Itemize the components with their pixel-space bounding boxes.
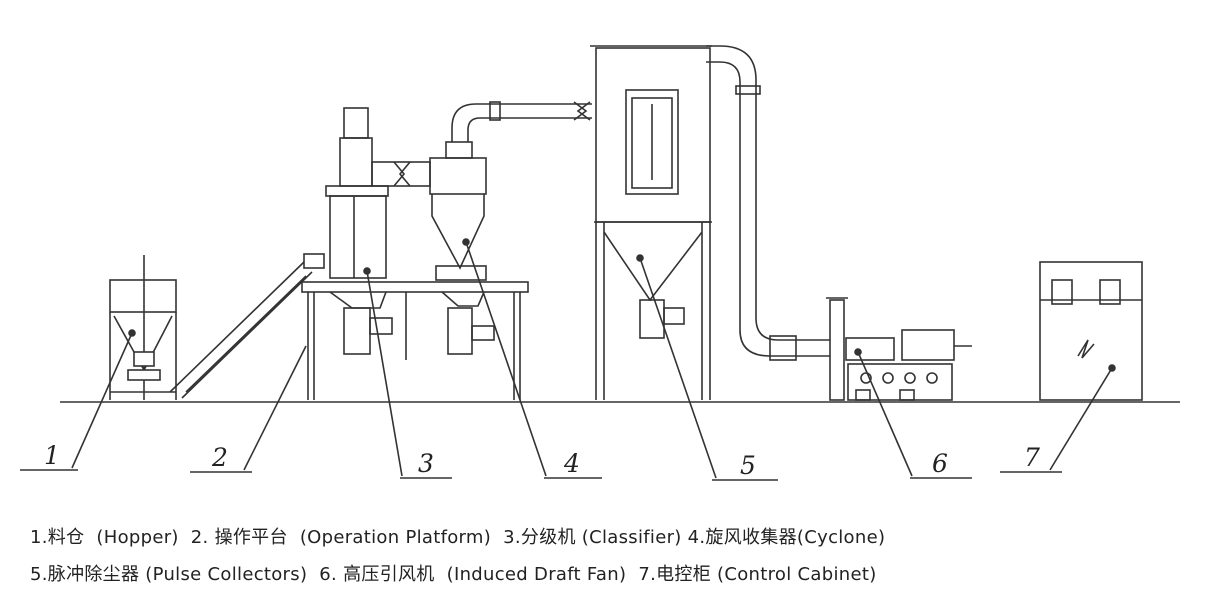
induced-draft-fan	[826, 297, 972, 401]
callout-numbers: 1 2 3 4 5 6 7	[44, 441, 1040, 480]
legend-line-1: 1.料仓 (Hopper) 2. 操作平台 (Operation Platfor…	[30, 527, 886, 548]
classifier	[325, 107, 393, 355]
callout-number: 5	[740, 451, 756, 480]
callout-number: 4	[563, 449, 580, 478]
callout-number: 6	[932, 449, 948, 478]
callout-number: 1	[44, 441, 60, 470]
cyclone-collector-duct	[451, 101, 592, 142]
legend-line-2: 5.脉冲除尘器 (Pulse Collectors) 6. 高压引风机 (Ind…	[30, 564, 877, 585]
control-cabinet	[1039, 261, 1143, 401]
callout-leaders	[20, 241, 1113, 481]
collector-fan-duct	[706, 45, 830, 361]
callout-number: 7	[1024, 443, 1040, 472]
feed-conveyor-pipe	[169, 253, 325, 399]
cyclone	[429, 141, 495, 355]
classifier-cyclone-duct	[371, 161, 431, 187]
hopper	[109, 255, 177, 400]
callout-number: 2	[211, 443, 228, 472]
equipment-line-drawing: 1 2 3 4 5 6 7	[20, 45, 1180, 481]
operation-platform	[301, 281, 529, 400]
pulse-collector	[590, 45, 712, 400]
callout-number: 3	[418, 449, 434, 478]
